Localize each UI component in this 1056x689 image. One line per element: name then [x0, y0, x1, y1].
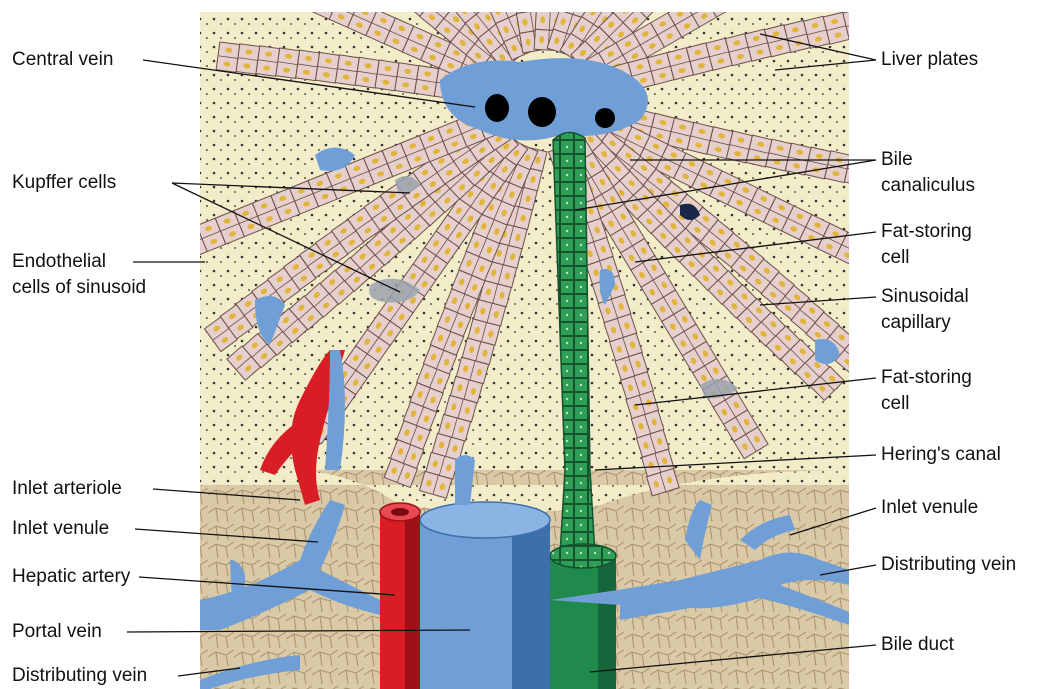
- label-distributing-vein-right: Distributing vein: [881, 553, 1016, 576]
- label-fat-storing-cell-a-line1: Fat-storing: [881, 220, 972, 243]
- label-bile-canaliculus-line1: Bile: [881, 148, 913, 171]
- label-inlet-arteriole: Inlet arteriole: [12, 477, 122, 500]
- label-sinusoidal-capillary-line1: Sinusoidal: [881, 285, 969, 308]
- label-endothelial-line2: cells of sinusoid: [12, 276, 146, 299]
- label-endothelial-line1: Endothelial: [12, 250, 106, 273]
- label-herings-canal: Hering's canal: [881, 443, 1001, 466]
- label-liver-plates: Liver plates: [881, 48, 978, 71]
- illustration-panel: [160, 0, 949, 689]
- portal-vein-shape: [420, 502, 550, 689]
- label-portal-vein: Portal vein: [12, 620, 102, 643]
- label-kupffer-cells: Kupffer cells: [12, 171, 116, 194]
- label-fat-storing-cell-a-line2: cell: [881, 246, 910, 269]
- label-bile-duct: Bile duct: [881, 633, 954, 656]
- hepatic-artery-shape: [380, 503, 420, 689]
- label-distributing-vein-left: Distributing vein: [12, 664, 147, 687]
- label-hepatic-artery: Hepatic artery: [12, 565, 130, 588]
- label-central-vein: Central vein: [12, 48, 113, 71]
- label-inlet-venule-right: Inlet venule: [881, 496, 978, 519]
- label-sinusoidal-capillary-line2: capillary: [881, 311, 951, 334]
- label-bile-canaliculus-line2: canaliculus: [881, 174, 975, 197]
- label-fat-storing-cell-b-line1: Fat-storing: [881, 366, 972, 389]
- label-inlet-venule-left: Inlet venule: [12, 517, 109, 540]
- label-fat-storing-cell-b-line2: cell: [881, 392, 910, 415]
